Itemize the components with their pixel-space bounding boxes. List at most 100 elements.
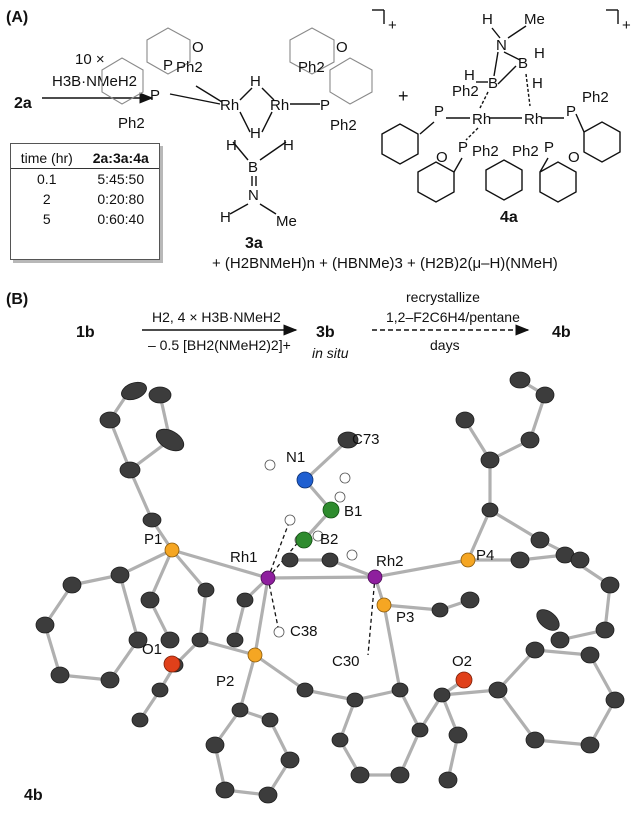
ph2-4a-4: Ph2 [512, 143, 539, 160]
time-cell: 0.1 [37, 171, 57, 187]
atom-o2 [455, 671, 473, 689]
step1-conditions: H2, 4 × H3B·NMeH2 [152, 309, 281, 325]
methyl-4a: Me [524, 11, 545, 28]
nitrogen-4a: N [496, 37, 507, 54]
nitrogen-3a: N [248, 187, 259, 204]
atom-boron-1 [322, 501, 340, 519]
atom-p4 [460, 552, 476, 568]
p-4a-1: P [434, 103, 444, 120]
complex-3a: O O P Ph2 P Ph2 Rh Rh H H Ph2 P Ph2 H H … [101, 27, 373, 252]
h-4a-b1: H [534, 45, 545, 62]
table-row: 0.1 5:45:50 [11, 169, 159, 190]
boron-3a: B [248, 159, 258, 176]
atom-label-rh1: Rh1 [230, 549, 258, 566]
atom-label-p1: P1 [144, 531, 162, 548]
crystal-structure-4b: N1 C73 B1 B2 P1 Rh1 Rh2 P4 P3 C38 O1 P2 … [35, 371, 625, 804]
atom-label-c73: C73 [352, 431, 380, 448]
oxygen-3a-1: O [192, 39, 204, 56]
methyl-3a: Me [276, 213, 297, 230]
boron-4a-1: B [518, 55, 528, 72]
atom-label-p2: P2 [216, 673, 234, 690]
boron-4a-2: B [488, 75, 498, 92]
h-3a-b1: H [226, 137, 237, 154]
atom-label-n1: N1 [286, 449, 305, 466]
in-situ-note: in situ [312, 345, 349, 361]
label-3a: 3a [245, 235, 263, 252]
intermediate-3b: 3b [316, 324, 335, 341]
atom-nitrogen [296, 471, 314, 489]
kinetics-table: time (hr) 2a:3a:4a 0.1 5:45:50 2 0:20:80… [10, 143, 160, 260]
h-4a-n: H [482, 11, 493, 28]
atom-p3 [376, 597, 392, 613]
reagent-amineborane: H3B·NMeH2 [52, 73, 137, 90]
ph2-3a-2: Ph2 [118, 115, 145, 132]
rh-3a-2: Rh [270, 97, 289, 114]
charge-4a: + [622, 17, 631, 34]
oxygen-4a-1: O [436, 149, 448, 166]
ph2-4a-3: Ph2 [472, 143, 499, 160]
ring-3a-4 [329, 57, 373, 105]
atom-label-rh2: Rh2 [376, 553, 404, 570]
reagent-equiv: 10 × [75, 51, 105, 68]
atom-label-o1: O1 [142, 641, 162, 658]
product-4b: 4b [552, 324, 571, 341]
header-ratio: 2a:3a:4a [82, 148, 159, 169]
ring-3a-3 [289, 27, 335, 75]
p-3a-1: P [163, 57, 173, 74]
ratio-table: time (hr) 2a:3a:4a 0.1 5:45:50 2 0:20:80… [11, 148, 159, 229]
h-3a-n: H [220, 209, 231, 226]
time-cell: 2 [42, 191, 51, 207]
atom-p1 [164, 542, 180, 558]
ratio-cell: 0:20:80 [97, 191, 145, 207]
time-cell: 5 [42, 211, 51, 227]
p-4a-4: P [544, 139, 554, 156]
header-ratio-text: 2a:3a:4a [92, 150, 149, 166]
ph2-4a-1: Ph2 [452, 83, 479, 100]
table-row: 5 0:60:40 [11, 209, 159, 229]
ph2-3a-4: Ph2 [330, 117, 357, 134]
ratio-cell: 0:60:40 [97, 211, 145, 227]
atom-label-o2: O2 [452, 653, 472, 670]
structure-label-4b: 4b [24, 787, 43, 804]
start-compound-2a: 2a [14, 95, 32, 112]
atom-label-c38: C38 [290, 623, 318, 640]
p-4a-2: P [566, 103, 576, 120]
atom-boron-2 [295, 531, 313, 549]
charge-3a: + [388, 17, 397, 34]
atom-label-c30: C30 [332, 653, 360, 670]
ring-3a-2 [101, 57, 144, 105]
step2-recrystallize: recrystallize [406, 289, 480, 305]
atom-label-b1: B1 [344, 503, 362, 520]
p-3a-3: P [320, 97, 330, 114]
atom-label-p4: P4 [476, 547, 494, 564]
atom-p2 [247, 647, 263, 663]
h-bridge-3a-1: H [250, 73, 261, 90]
h-bridge-3a-2: H [250, 125, 261, 142]
header-time: time (hr) [11, 148, 83, 169]
plus-sign: + [398, 86, 409, 106]
ph2-3a-1: Ph2 [176, 59, 203, 76]
rh-3a-1: Rh [220, 97, 239, 114]
complex-4a: H Me N H B H B H Ph2 P Rh Rh P Ph2 P Ph2… [381, 11, 621, 226]
byproducts: + (H2BNMeH)n + (HBNMe)3 + (H2B)2(μ–H)(NM… [212, 255, 558, 272]
label-4a: 4a [500, 209, 518, 226]
p-3a-2: P [150, 87, 160, 104]
atom-o1 [163, 655, 181, 673]
p-4a-3: P [458, 139, 468, 156]
step1-byproduct: – 0.5 [BH2(NMeH2)2]+ [148, 337, 291, 353]
ring-3a-1 [146, 27, 191, 75]
ratio-cell: 5:45:50 [97, 171, 145, 187]
oxygen-3a-2: O [336, 39, 348, 56]
oxygen-4a-2: O [568, 149, 580, 166]
panel-a-label: (A) [6, 9, 28, 26]
atom-label-b2: B2 [320, 531, 338, 548]
ph2-4a-2: Ph2 [582, 89, 609, 106]
h-4a-b2: H [464, 67, 475, 84]
step2-solvent: 1,2–F2C6H4/pentane [386, 309, 520, 325]
rh-4a-1: Rh [472, 111, 491, 128]
ph2-3a-3: Ph2 [298, 59, 325, 76]
step2-time: days [430, 337, 460, 353]
h-3a-b2: H [283, 137, 294, 154]
h-4a-b3: H [532, 75, 543, 92]
